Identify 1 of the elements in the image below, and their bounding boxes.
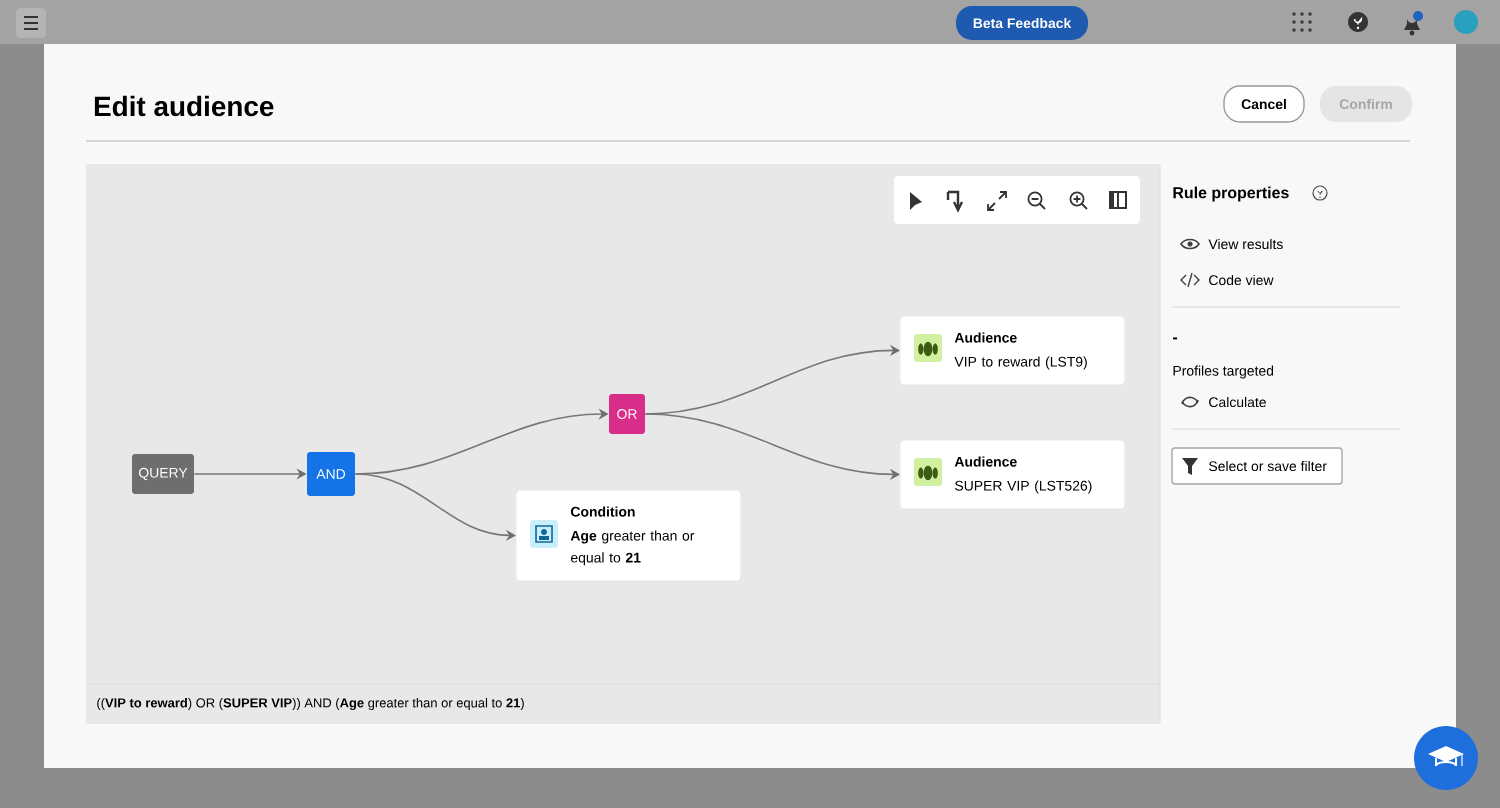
dialog-title: Edit audience — [94, 95, 274, 117]
